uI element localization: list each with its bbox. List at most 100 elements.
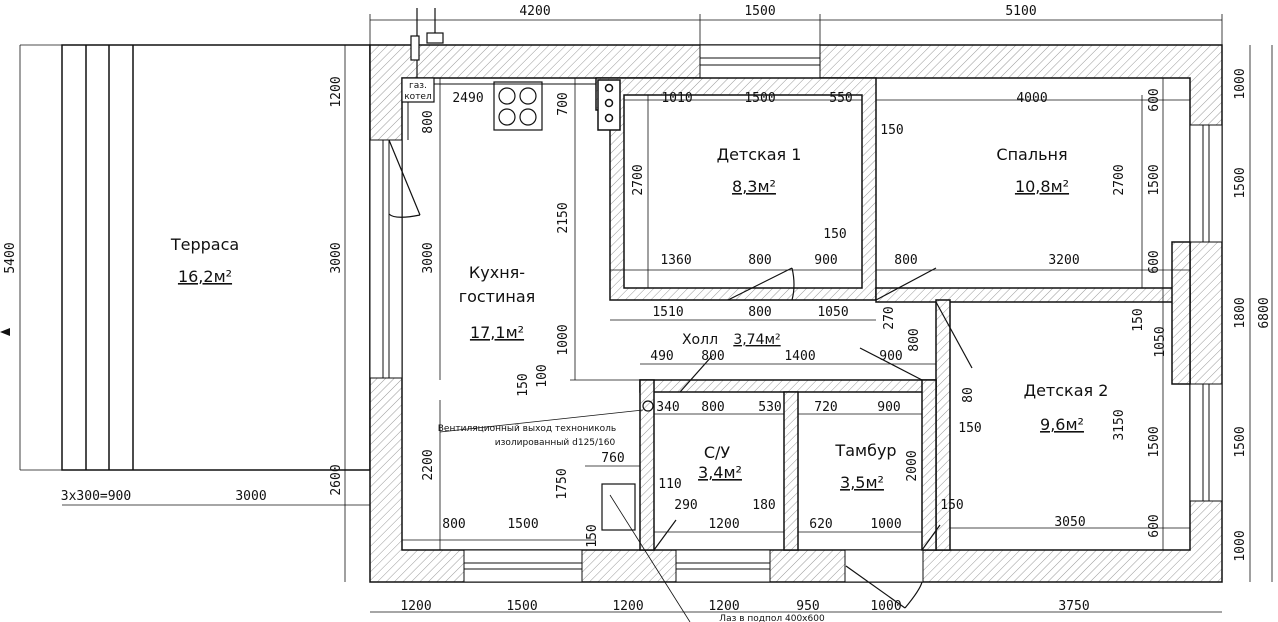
dim-inner: 290	[674, 498, 697, 513]
dim-inner: 2700	[631, 164, 646, 195]
dim-inner: 1500	[507, 517, 538, 532]
kitchen-counter	[407, 83, 596, 140]
boiler-label-1: газ.	[409, 81, 427, 91]
dim-inner: 150	[1131, 308, 1146, 331]
dim-inner: 2490	[452, 91, 483, 106]
vent-pipe	[642, 400, 654, 412]
dim-inner: 900	[877, 400, 900, 415]
dim-inner: 150	[958, 421, 981, 436]
room-name-hall: Холл	[682, 332, 718, 348]
dim-inner: 800	[748, 253, 771, 268]
room-name-terrace: Терраса	[170, 235, 239, 254]
dim-top-1: 4200	[519, 4, 550, 19]
dim-inner: 2700	[1112, 164, 1127, 195]
dim-inner: 1050	[817, 305, 848, 320]
dim-inner: 2000	[905, 450, 920, 481]
dim-inner: 550	[829, 91, 852, 106]
dim-inner: 900	[814, 253, 837, 268]
basement-label: Лаз в подпол 400х600	[719, 614, 825, 622]
vent-label-1: Вентиляционный выход технониколь	[438, 424, 616, 434]
room-area-bedroom: 10,8м²	[1015, 177, 1069, 196]
dim-bottom-7: 3750	[1058, 599, 1089, 614]
basement-hatch	[601, 483, 636, 531]
dim-left-terrace: 5400	[3, 242, 18, 273]
room-name-bedroom: Спальня	[996, 145, 1067, 164]
dim-top-3: 5100	[1005, 4, 1036, 19]
room-area-vestibule: 3,5м²	[840, 473, 884, 492]
dim-inner: 100	[535, 364, 550, 387]
dim-inner: 1510	[652, 305, 683, 320]
dim-inner: 800	[748, 305, 771, 320]
dim-inner: 1200	[708, 517, 739, 532]
room-name-kitchen-2: гостиная	[459, 287, 536, 306]
dim-inner: 180	[752, 498, 775, 513]
window-glazing	[382, 57, 1210, 570]
gas-boiler	[401, 8, 444, 103]
dim-inner: 1050	[1153, 326, 1168, 357]
dim-right-total: 6800	[1257, 297, 1272, 328]
dim-inner: 150	[585, 524, 600, 547]
dim-inner: 1000	[870, 517, 901, 532]
dim-bottom-1: 1200	[400, 599, 431, 614]
dim-inner: 600	[1147, 88, 1162, 111]
dim-left-top: 1200	[329, 76, 344, 107]
dim-inner: 1500	[1147, 164, 1162, 195]
dim-bottom-6: 1000	[870, 599, 901, 614]
dim-right-4: 1500	[1233, 426, 1248, 457]
dim-right-1: 1000	[1233, 68, 1248, 99]
dim-inner: 600	[1147, 250, 1162, 273]
room-name-bath: С/У	[704, 443, 731, 462]
vent-label-2: изолированный d125/160	[495, 438, 616, 448]
dim-inner: 1500	[744, 91, 775, 106]
dim-inner: 800	[894, 253, 917, 268]
window-openings	[369, 44, 1223, 583]
dim-bottom-3: 1200	[612, 599, 643, 614]
dim-inner: 800	[907, 328, 922, 351]
dim-left-mid: 3000	[329, 242, 344, 273]
room-area-kids2: 9,6м²	[1040, 415, 1084, 434]
dim-inner: 1360	[660, 253, 691, 268]
dim-right-2: 1500	[1233, 167, 1248, 198]
dim-inner: 1750	[555, 468, 570, 499]
room-area-kitchen: 17,1м²	[470, 323, 524, 342]
boiler-label-2: котел	[404, 92, 431, 102]
room-area-kids1: 8,3м²	[732, 177, 776, 196]
dim-inner: 4000	[1016, 91, 1047, 106]
dim-inner: 530	[758, 400, 781, 415]
dim-inner: 150	[940, 498, 963, 513]
dim-terrace-steps: 3х300=900	[61, 489, 131, 504]
terrace	[61, 44, 371, 471]
room-name-vestibule: Тамбур	[834, 441, 896, 460]
dim-inner: 3050	[1054, 515, 1085, 530]
dim-inner: 800	[701, 349, 724, 364]
entrance-arrow-icon	[0, 328, 10, 336]
dim-inner: 110	[658, 477, 681, 492]
dim-inner: 1010	[661, 91, 692, 106]
dim-bottom-2: 1500	[506, 599, 537, 614]
dim-inner: 600	[1147, 514, 1162, 537]
room-area-terrace: 16,2м²	[178, 267, 232, 286]
dim-inner: 1400	[784, 349, 815, 364]
ventilation-column	[597, 79, 621, 131]
dim-inner: 800	[701, 400, 724, 415]
dim-inner: 3000	[421, 242, 436, 273]
dim-right-3: 1800	[1233, 297, 1248, 328]
dim-left-bottom: 2600	[329, 464, 344, 495]
dim-inner: 150	[823, 227, 846, 242]
room-area-hall: 3,74м²	[733, 332, 780, 348]
dim-inner: 700	[556, 92, 571, 115]
dim-top-2: 1500	[744, 4, 775, 19]
dim-inner: 150	[880, 123, 903, 138]
dim-inner: 620	[809, 517, 832, 532]
dim-inner: 1000	[556, 324, 571, 355]
dim-bottom-5: 950	[796, 599, 819, 614]
dim-inner: 3150	[1112, 409, 1127, 440]
dim-inner: 800	[442, 517, 465, 532]
dim-right-5: 1000	[1233, 530, 1248, 561]
dim-inner: 2150	[556, 202, 571, 233]
dim-inner: 2200	[421, 449, 436, 480]
outer-walls	[369, 44, 1223, 583]
dim-inner: 270	[882, 306, 897, 329]
dim-inner: 720	[814, 400, 837, 415]
